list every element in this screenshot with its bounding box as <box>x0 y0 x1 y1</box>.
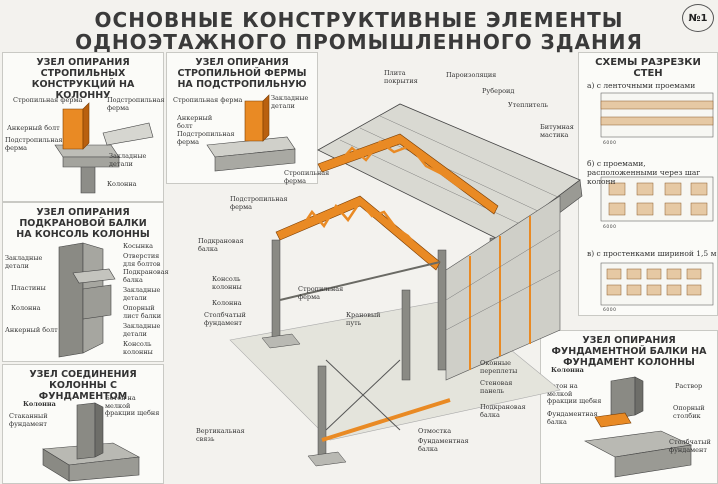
main-label-crane-beam: Подкрановая балка <box>198 237 244 253</box>
panel-truss-column: УЗЕЛ ОПИРАНИЯ СТРОПИЛЬНЫХ КОНСТРУКЦИЙ НА… <box>2 52 165 202</box>
label-foundation-beam: Фундаментная балка <box>547 410 598 426</box>
label-crane-beam: Подкрановая балка <box>123 268 169 284</box>
truss-column-drawing <box>54 102 154 194</box>
label-glass-foundation: Стаканный фундамент <box>9 412 48 428</box>
label-embedded-parts: Закладные детали <box>109 152 147 168</box>
label-support-post: Опорный столбик <box>673 404 705 420</box>
column-foundation-drawing <box>42 402 140 482</box>
label-column: Колонна <box>23 400 56 408</box>
label-subtruss-2: Подстропильная ферма <box>5 136 63 152</box>
scheme-a-dimension: 6000 <box>603 141 617 146</box>
scheme-a-title: а) с ленточными проемами <box>587 81 696 90</box>
panel-title: УЗЕЛ ОПИРАНИЯ СТРОПИЛЬНЫХ КОНСТРУКЦИЙ НА… <box>31 57 135 101</box>
label-subtruss: Подстропильная ферма <box>107 96 165 112</box>
main-label-vertical-bracing: Вертикальная связь <box>196 427 245 443</box>
main-label-rafter-truss: Стропильная ферма <box>284 169 330 185</box>
panel-title: УЗЕЛ ОПИРАНИЯ СТРОПИЛЬНОЙ ФЕРМЫ НА ПОДСТ… <box>177 57 307 90</box>
label-rafter-truss: Стропильная ферма <box>13 96 83 104</box>
main-label-wall-panel: Стеновая панель <box>480 379 513 395</box>
panel-title: УЗЕЛ СОЕДИНЕНИЯ КОЛОННЫ С ФУНДАМЕНТОМ <box>29 369 137 402</box>
main-label-blind-area: Отмостка <box>418 427 452 435</box>
main-label-subtruss: Подстропильная ферма <box>230 195 288 211</box>
label-support-sheet: Опорный лист балки <box>123 304 162 320</box>
scheme-c-dimension: 6000 <box>603 308 617 313</box>
label-column: Колонна <box>11 304 41 312</box>
label-anchor-bolt: Анкерный болт <box>5 326 58 334</box>
label-fine-concrete: Бетон на мелкой фракции щебня <box>105 394 160 417</box>
sheet-number: №1 <box>682 4 714 32</box>
panel-title: СХЕМЫ РАЗРЕЗКИ СТЕН <box>595 57 701 79</box>
label-embedded-parts-2: Закладные детали <box>123 286 161 302</box>
main-label-crane-path: Крановый путь <box>346 311 381 327</box>
main-label-crane-beam-2: Подкрановая балка <box>480 403 526 419</box>
main-title-line2: ОДНОЭТАЖНОГО ПРОМЫШЛЕННОГО ЗДАНИЯ <box>75 30 643 54</box>
main-label-foundation-beam: Фундаментная балка <box>418 437 469 453</box>
scheme-b-dimension: 6000 <box>603 225 617 230</box>
panel-title: УЗЕЛ ОПИРАНИЯ ПОДКРАНОВОЙ БАЛКИ НА КОНСО… <box>16 207 150 240</box>
label-embedded-parts: Закладные детали <box>5 254 43 270</box>
truss-subtruss-drawing <box>206 94 296 172</box>
label-anchor-bolt: Анкерный болт <box>7 124 60 132</box>
scheme-b-title: б) с проемами, расположенными через шаг … <box>587 159 701 186</box>
label-plates: Пластины <box>11 284 46 292</box>
main-label-insulation: Утеплитель <box>508 101 549 109</box>
crane-beam-drawing <box>58 242 116 358</box>
panel-title: УЗЕЛ ОПИРАНИЯ ФУНДАМЕНТНОЙ БАЛКИ НА ФУНД… <box>551 335 707 368</box>
label-embedded-parts-3: Закладные детали <box>123 322 161 338</box>
label-mortar: Раствор <box>675 382 703 390</box>
main-label-vapor-barrier: Пароизоляция <box>446 71 497 79</box>
label-subtruss: Подстропильная ферма <box>177 130 235 146</box>
label-bolt-holes: Отверстия для болтов <box>123 252 161 268</box>
main-label-bitumen: Битумная мастика <box>540 123 574 139</box>
label-anchor-bolt: Анкерный болт <box>177 114 213 130</box>
label-fine-concrete: Бетон на мелкой фракции щебня <box>547 382 602 405</box>
label-gusset: Косынка <box>123 242 154 250</box>
foundation-beam-drawing <box>584 376 693 478</box>
wall-schemes-drawing <box>600 92 714 306</box>
label-column: Колонна <box>551 366 584 374</box>
main-label-column: Колонна <box>212 299 242 307</box>
main-label-pad-foundation: Столбчатый фундамент <box>204 311 246 327</box>
panel-foundation-beam: УЗЕЛ ОПИРАНИЯ ФУНДАМЕНТНОЙ БАЛКИ НА ФУНД… <box>540 330 718 484</box>
label-rafter-truss: Стропильная ферма <box>173 96 243 104</box>
main-label-rafter-truss-2: Стропильная ферма <box>298 285 344 301</box>
label-column-console: Консоль колонны <box>123 340 153 356</box>
scheme-c-title: в) с простенками шириной 1,5 м <box>587 249 717 258</box>
main-label-ruberoid: Рубероид <box>482 87 515 95</box>
label-column-foundation: Столбчатый фундамент <box>669 438 711 454</box>
main-label-console: Консоль колонны <box>212 275 242 291</box>
panel-truss-subtruss: УЗЕЛ ОПИРАНИЯ СТРОПИЛЬНОЙ ФЕРМЫ НА ПОДСТ… <box>166 52 318 184</box>
panel-crane-beam: УЗЕЛ ОПИРАНИЯ ПОДКРАНОВОЙ БАЛКИ НА КОНСО… <box>2 202 169 362</box>
main-label-roof-slab: Плита покрытия <box>384 69 418 85</box>
main-title-line1: ОСНОВНЫЕ КОНСТРУКТИВНЫЕ ЭЛЕМЕНТЫ <box>94 8 624 32</box>
label-column: Колонна <box>107 180 137 188</box>
main-label-window-frames: Оконные переплеты <box>480 359 518 375</box>
label-embedded-parts: Закладные детали <box>271 94 309 110</box>
